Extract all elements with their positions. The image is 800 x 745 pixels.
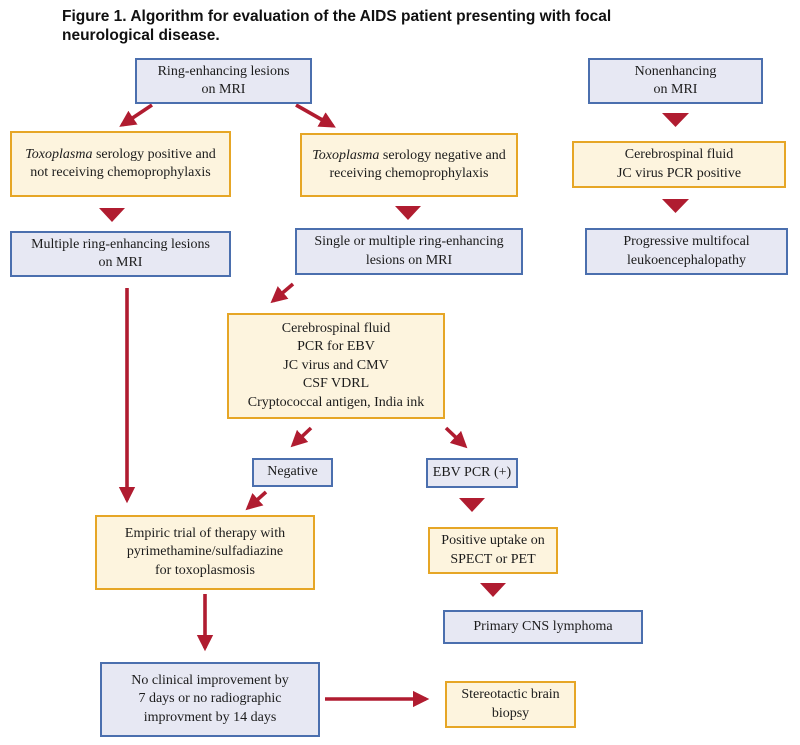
node-label: Multiple ring-enhancing lesions on MRI: [31, 236, 210, 270]
figure-title: Figure 1. Algorithm for evaluation of th…: [62, 8, 762, 46]
node-label: Single or multiple ring-enhancing lesion…: [314, 234, 504, 268]
arrow-toxo-positive-to-multiple: [99, 208, 125, 222]
node-label: Empiric trial of therapy with pyrimetham…: [124, 525, 286, 578]
figure-title-prefix: Figure 1.: [62, 8, 127, 25]
node-label-rest: serology negative and receiving chemopro…: [329, 147, 506, 181]
arrow-toxo-negative-to-single: [395, 206, 421, 220]
node-label: Toxoplasma serology positive and not rec…: [25, 146, 215, 183]
arrow-ebv-pcr-to-pos-uptake: [459, 498, 485, 512]
node-negative: Negative: [252, 458, 333, 487]
node-multiple-ring-lesions: Multiple ring-enhancing lesions on MRI: [10, 231, 231, 277]
node-label: Stereotactic brain biopsy: [461, 687, 560, 721]
node-toxoplasma-serology-positive: Toxoplasma serology positive and not rec…: [10, 131, 231, 197]
node-label: Nonenhancing on MRI: [634, 63, 717, 97]
node-toxoplasma-serology-negative: Toxoplasma serology negative and receivi…: [300, 133, 518, 197]
node-empiric-therapy: Empiric trial of therapy with pyrimetham…: [95, 515, 315, 590]
arrow-pos-uptake-to-primary-cns: [480, 583, 506, 597]
node-label: Primary CNS lymphoma: [473, 618, 613, 634]
node-ring-enhancing-lesions: Ring-enhancing lesions on MRI: [135, 58, 312, 104]
node-label-rest: serology positive and not receiving chem…: [30, 146, 216, 180]
node-label-italic: Toxoplasma: [312, 147, 380, 163]
arrow-single-to-csf-panel: [270, 282, 295, 304]
node-label: Cerebrospinal fluid JC virus PCR positiv…: [616, 147, 742, 181]
node-nonenhancing: Nonenhancing on MRI: [588, 58, 763, 104]
arrow-csf-panel-to-ebv-pcr: [444, 426, 468, 449]
node-stereotactic-brain-biopsy: Stereotactic brain biopsy: [445, 681, 576, 728]
node-label: Progressive multifocal leukoencephalopat…: [623, 234, 750, 268]
node-label: Toxoplasma serology negative and receivi…: [312, 147, 506, 184]
node-label: Cerebrospinal fluid PCR for EBV JC virus…: [247, 320, 425, 410]
node-label: Positive uptake on SPECT or PET: [441, 533, 545, 567]
node-label: No clinical improvement by 7 days or no …: [131, 672, 289, 725]
node-primary-cns-lymphoma: Primary CNS lymphoma: [443, 610, 643, 644]
arrow-negative-to-empiric: [245, 490, 268, 511]
arrow-csf-jc-to-pml: [662, 199, 689, 213]
arrow-nonenhancing-to-csf-jc: [662, 113, 689, 127]
node-positive-uptake-spect-pet: Positive uptake on SPECT or PET: [428, 527, 558, 574]
node-progressive-multifocal-leukoencephalopathy: Progressive multifocal leukoencephalopat…: [585, 228, 788, 275]
node-label: Negative: [267, 464, 318, 480]
node-label: EBV PCR (+): [432, 464, 512, 480]
node-label: Ring-enhancing lesions on MRI: [157, 63, 290, 97]
arrow-csf-panel-to-negative: [290, 426, 313, 448]
node-label-italic: Toxoplasma: [25, 146, 93, 162]
figure-title-text: Algorithm for evaluation of the AIDS pat…: [62, 8, 612, 44]
arrow-ring-to-toxo-negative: [295, 103, 336, 128]
node-ebv-pcr-positive: EBV PCR (+): [426, 458, 518, 488]
node-no-clinical-improvement: No clinical improvement by 7 days or no …: [100, 662, 320, 737]
node-csf-workup-panel: Cerebrospinal fluid PCR for EBV JC virus…: [227, 313, 445, 419]
node-single-or-multiple-lesions: Single or multiple ring-enhancing lesion…: [295, 228, 523, 275]
arrow-ring-to-toxo-positive: [119, 103, 153, 127]
node-csf-jc-virus-pcr: Cerebrospinal fluid JC virus PCR positiv…: [572, 141, 786, 188]
